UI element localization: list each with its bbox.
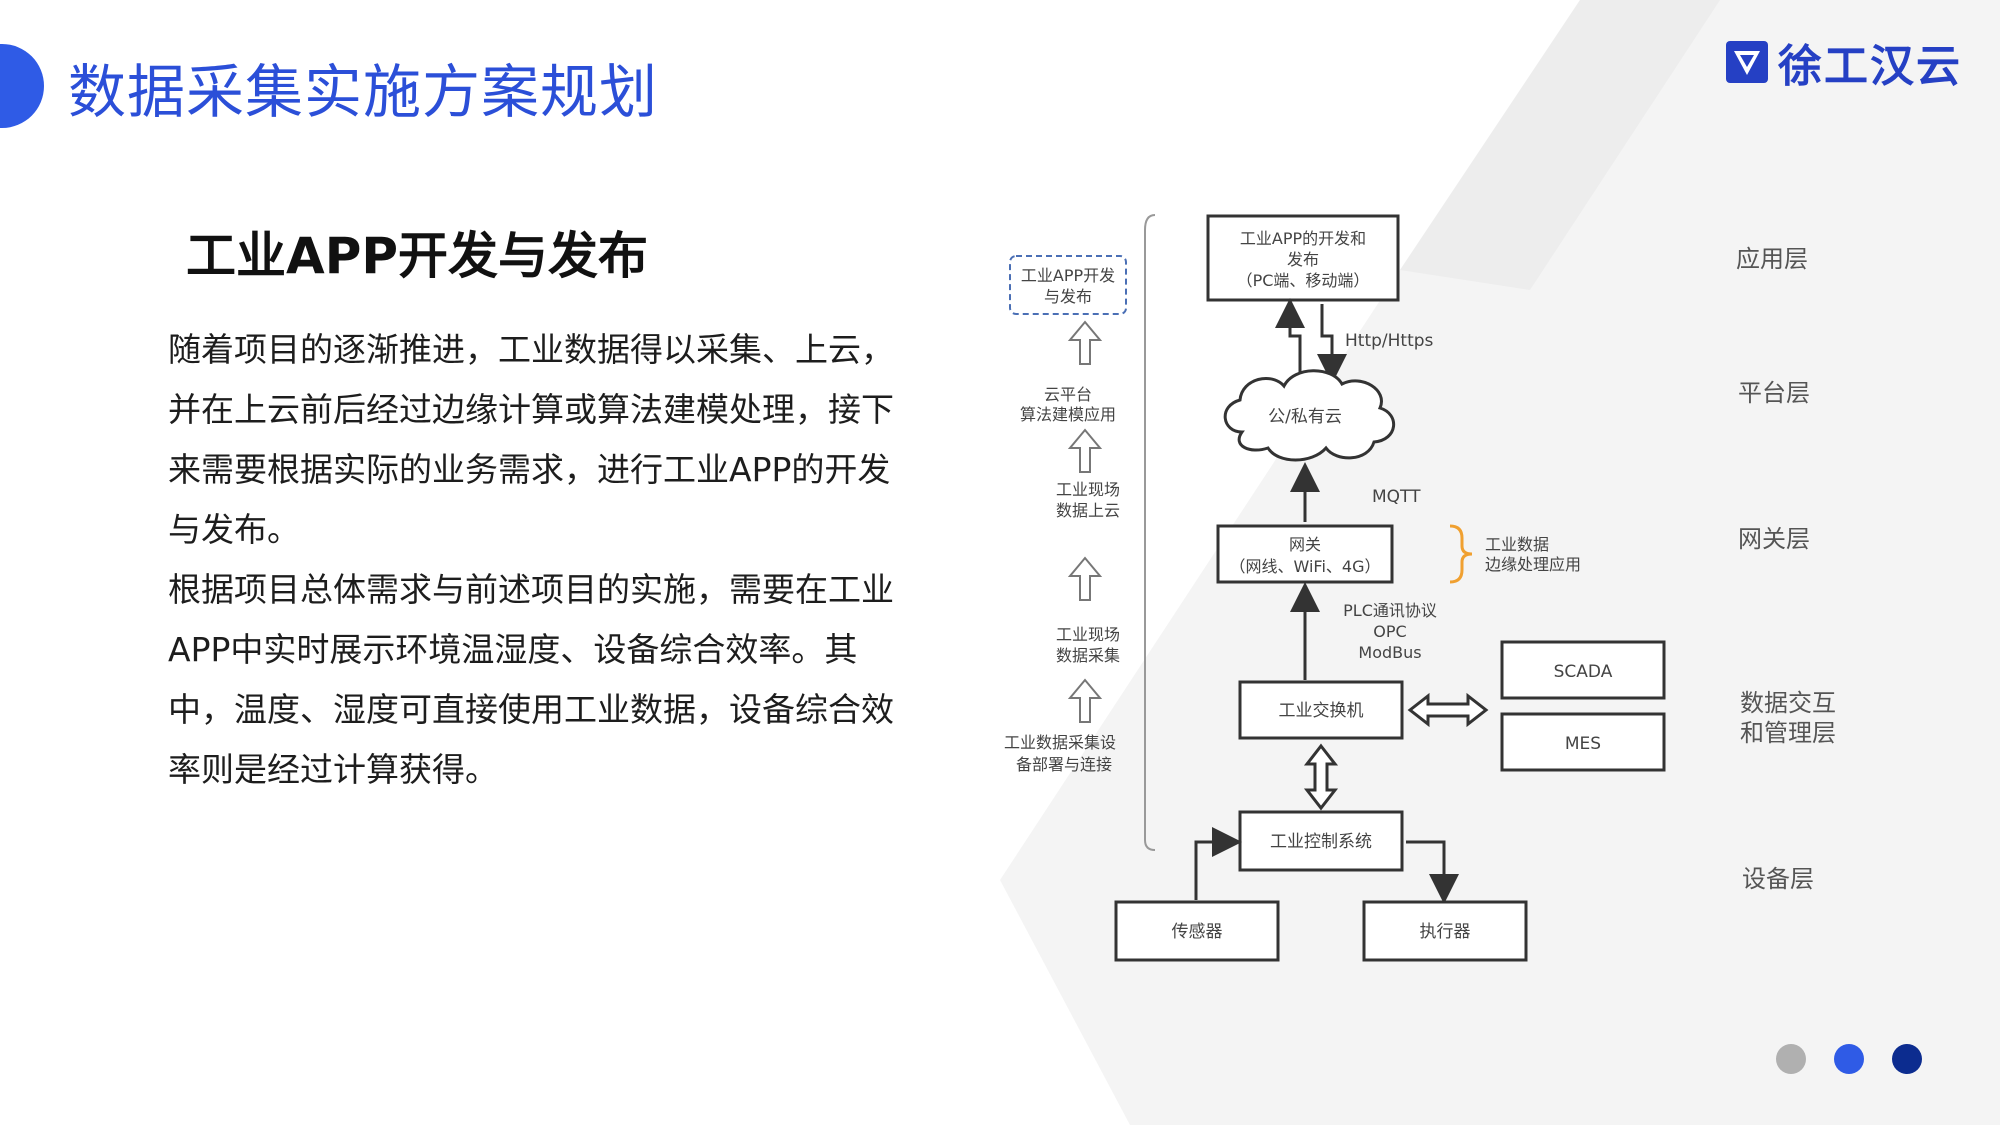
switch-label: 工业交换机: [1279, 701, 1364, 721]
step-up-arrow: [1067, 678, 1103, 723]
actuator-arrow: [1406, 840, 1459, 904]
step-5-line-2: 备部署与连接: [1016, 755, 1112, 774]
pagination-dots: [1776, 1044, 1922, 1074]
switch-box: [1238, 680, 1404, 740]
actuator-label: 执行器: [1420, 922, 1471, 942]
brand-logo: 徐工汉云: [1724, 34, 1962, 92]
body-text: 随着项目的逐渐推进，工业数据得以采集、上云，并在上云前后经过边缘计算或算法建模处…: [168, 320, 908, 800]
edge-line-1: 工业数据: [1485, 535, 1549, 554]
step-4-line-1: 工业现场: [1056, 625, 1120, 644]
section-title: 工业APP开发与发布: [186, 227, 648, 285]
logo-icon: [1726, 41, 1768, 83]
actuator-box: [1362, 900, 1528, 962]
gateway-line-2: （网线、WiFi、4G）: [1230, 557, 1381, 576]
step-3-line-2: 数据上云: [1056, 501, 1120, 520]
sensor-arrow: [1194, 827, 1242, 900]
cloud-shape: [1223, 369, 1396, 462]
layer-platform: 平台层: [1738, 379, 1810, 407]
plc-line-2: OPC: [1373, 622, 1406, 641]
cloud-label: 公/私有云: [1268, 407, 1342, 427]
layer-data-exchange: 数据交互: [1740, 689, 1836, 717]
scada-label: SCADA: [1554, 662, 1613, 682]
step-up-arrow: [1067, 556, 1103, 601]
mes-box: [1500, 712, 1666, 772]
control-label: 工业控制系统: [1270, 832, 1372, 852]
plc-line-1: PLC通讯协议: [1343, 601, 1437, 620]
layer-data-management: 和管理层: [1740, 719, 1836, 747]
page-dot-1[interactable]: [1776, 1044, 1806, 1074]
app-box-line-1: 工业APP的开发和: [1240, 229, 1366, 248]
step-1-line-1: 工业APP开发: [1021, 266, 1115, 285]
mqtt-label: MQTT: [1372, 487, 1421, 507]
edge-line-2: 边缘处理应用: [1485, 555, 1581, 574]
step-up-arrow: [1067, 320, 1103, 365]
step-5-line-1: 工业数据采集设: [1004, 733, 1116, 752]
step-2-line-1: 云平台: [1044, 385, 1092, 404]
http-arrow-up: [1275, 298, 1305, 380]
app-box: [1206, 214, 1400, 302]
http-label: Http/Https: [1345, 331, 1434, 351]
gateway-box: [1216, 524, 1394, 584]
mes-label: MES: [1565, 734, 1601, 754]
app-box-line-2: 发布: [1287, 250, 1319, 269]
gateway-line-1: 网关: [1289, 535, 1321, 554]
step-up-arrow: [1067, 428, 1103, 473]
control-box: [1238, 810, 1404, 872]
paragraph-2: 根据项目总体需求与前述项目的实施，需要在工业APP中实时展示环境温湿度、设备综合…: [168, 570, 894, 789]
step-2-line-2: 算法建模应用: [1020, 405, 1116, 424]
architecture-diagram: 工业APP开发 与发布 云平台 算法建模应用 工业现场 数据上云 工业现场 数据…: [1004, 214, 1666, 962]
layer-application: 应用层: [1736, 245, 1808, 273]
scada-box: [1500, 640, 1666, 700]
page-dot-3[interactable]: [1892, 1044, 1922, 1074]
step-app-box: [1009, 255, 1127, 315]
paragraph-1: 随着项目的逐渐推进，工业数据得以采集、上云，并在上云前后经过边缘计算或算法建模处…: [168, 330, 894, 549]
page-title: 数据采集实施方案规划: [68, 58, 659, 126]
switch-control-double-arrow: [1303, 743, 1339, 811]
step-3-line-1: 工业现场: [1056, 480, 1120, 499]
http-arrow-down: [1317, 304, 1347, 384]
switch-mes-double-arrow: [1407, 692, 1489, 728]
layer-gateway: 网关层: [1738, 525, 1810, 553]
sensor-label: 传感器: [1172, 922, 1223, 942]
step-4-line-2: 数据采集: [1056, 646, 1120, 665]
layer-device: 设备层: [1742, 865, 1814, 893]
sensor-box: [1114, 900, 1280, 962]
app-box-line-3: （PC端、移动端）: [1237, 271, 1370, 290]
step-1-line-2: 与发布: [1044, 287, 1092, 306]
plc-line-3: ModBus: [1358, 643, 1421, 662]
logo-text: 徐工汉云: [1778, 41, 1962, 92]
page-dot-2[interactable]: [1834, 1044, 1864, 1074]
edge-brace: [1449, 524, 1473, 584]
